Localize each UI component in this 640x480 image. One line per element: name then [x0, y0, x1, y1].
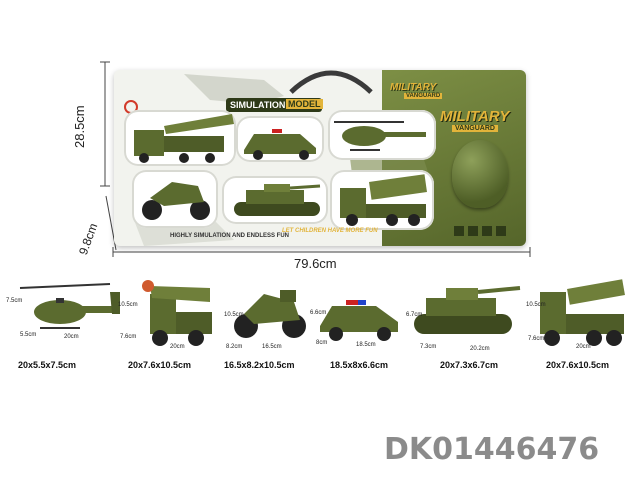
carry-handle	[289, 70, 373, 94]
badge-text-simulation: SIMULATION	[230, 100, 286, 110]
boxed-rocket-truck	[134, 114, 234, 163]
missile-truck-dim-w: 7.6cm	[528, 336, 545, 342]
police-car-dim-h: 6.6cm	[310, 310, 327, 316]
top-title-line2: VANGUARD	[404, 93, 443, 99]
police-car-dim-w: 8cm	[316, 340, 328, 346]
product-code: DK01446476	[384, 432, 600, 467]
helicopter-dim-h: 7.5cm	[6, 298, 23, 304]
motorcycle-size: 16.5x8.2x10.5cm	[224, 360, 295, 370]
tagline: LET CHILDREN HAVE MORE FUN	[282, 228, 378, 234]
tank-size: 20x7.3x6.7cm	[440, 360, 499, 370]
missile-truck-dim-l: 20cm	[576, 344, 591, 350]
tank-dim-w: 7.3cm	[420, 344, 437, 350]
motorcycle-dim-h: 10.5cm	[224, 312, 244, 318]
info-icons-row	[454, 226, 518, 236]
rocket-truck-dim-w: 7.6cm	[120, 334, 137, 340]
tank-dim-h: 6.7cm	[406, 312, 423, 318]
boxed-police-car	[244, 129, 316, 160]
tank-image	[414, 286, 521, 334]
helicopter-dim-w: 5.5cm	[20, 332, 37, 338]
footer-line: HIGHLY SIMULATION AND ENDLESS FUN	[170, 233, 290, 239]
tank-dim-l: 20.2cm	[470, 346, 490, 352]
motorcycle-image	[234, 290, 306, 338]
friction-icon	[482, 226, 492, 236]
safety-icon	[496, 226, 506, 236]
box-width-label: 79.6cm	[294, 256, 337, 271]
top-title-line1: MILITARY	[390, 82, 437, 93]
material-icon	[468, 226, 478, 236]
police-car-image	[320, 300, 398, 341]
vehicles-row	[19, 279, 625, 346]
main-title-line2: VANGUARD	[452, 125, 498, 132]
missile-truck-size: 20x7.6x10.5cm	[546, 360, 610, 370]
motorcycle-dim-w: 8.2cm	[226, 344, 243, 350]
rocket-truck-image	[142, 280, 212, 346]
box-height-label: 28.5cm	[72, 105, 87, 148]
badge-text-model: MODEL	[286, 99, 323, 109]
main-title-line1: MILITARY	[440, 108, 510, 125]
missile-truck-dim-h: 10.5cm	[526, 302, 546, 308]
police-car-dim-l: 18.5cm	[356, 342, 376, 348]
helicopter-dim-l: 20cm	[64, 334, 79, 340]
helicopter-size: 20x5.5x7.5cm	[18, 360, 77, 370]
boxed-vehicles	[134, 114, 427, 226]
age-icon	[454, 226, 464, 236]
boxed-helicopter	[334, 121, 426, 151]
package-box: SIMULATION MODEL MILITARY VANGUARD MILIT…	[114, 70, 526, 246]
boxed-missile-truck	[340, 174, 427, 226]
motorcycle-dim-l: 16.5cm	[262, 344, 282, 350]
rocket-truck-dim-l: 20cm	[170, 344, 185, 350]
boxed-tank	[234, 184, 321, 216]
helicopter-image	[19, 283, 120, 329]
missile-truck-image	[540, 279, 625, 346]
helmet-image	[452, 140, 508, 208]
boxed-motorcycle	[142, 182, 210, 220]
police-car-size: 18.5x8x6.6cm	[330, 360, 389, 370]
rocket-truck-dim-h: 10.5cm	[118, 302, 138, 308]
rocket-truck-size: 20x7.6x10.5cm	[128, 360, 192, 370]
